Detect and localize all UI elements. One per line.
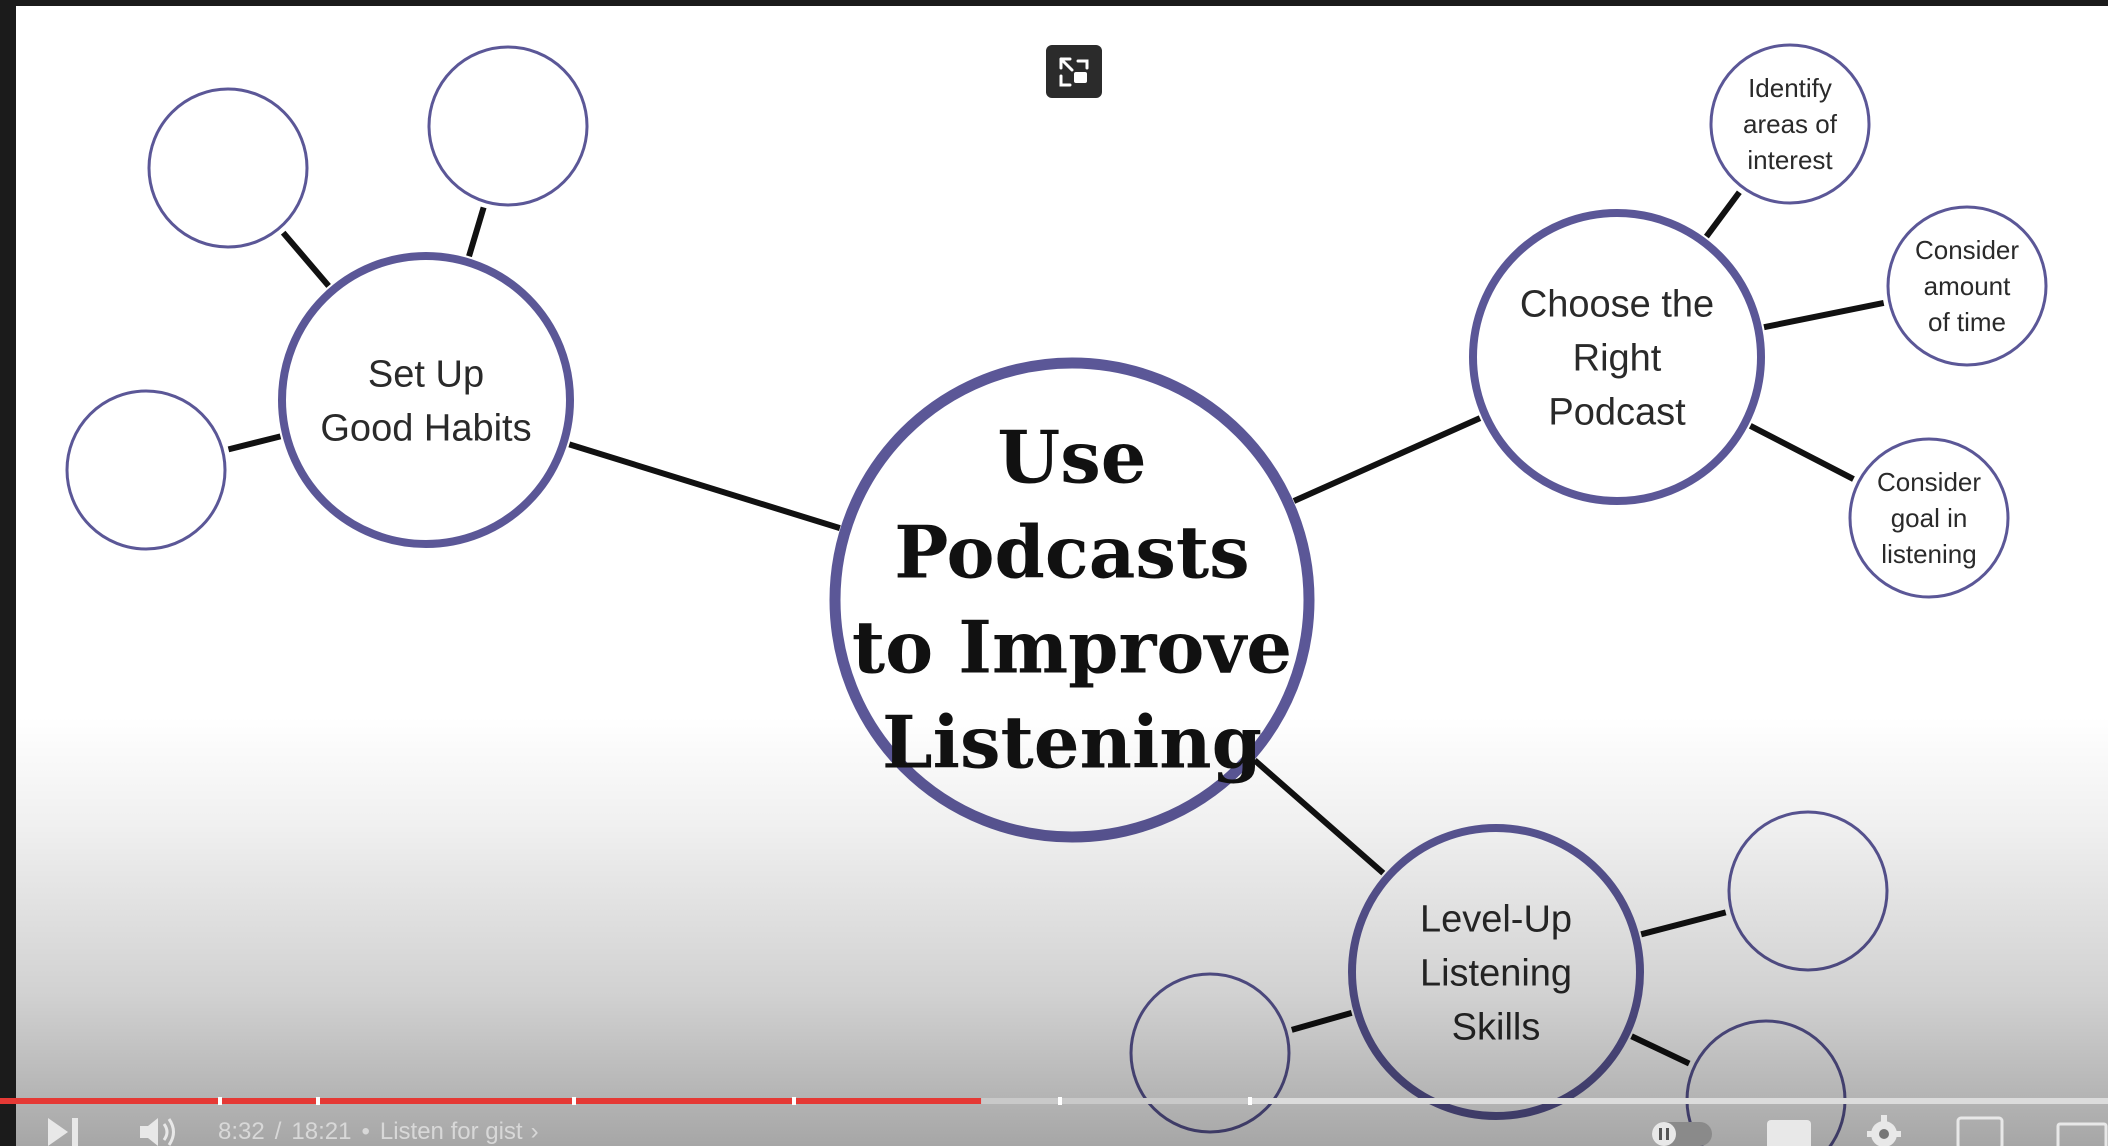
progress-bar[interactable] — [0, 1092, 2108, 1105]
subtopic-label-podcast-0-line: Identify — [1748, 73, 1832, 103]
chapter-marker — [1248, 1097, 1252, 1105]
branch-node-skills — [1348, 824, 1644, 1120]
captions-button[interactable] — [1764, 1112, 1814, 1146]
subtopic-label-podcast-2-line: listening — [1881, 539, 1976, 569]
progress-buffered — [981, 1098, 1248, 1104]
theater-mode-icon — [2056, 1122, 2108, 1146]
time-display: 8:32 / 18:21 • Listen for gist › — [218, 1118, 539, 1146]
connector-habits-sub-1 — [466, 206, 487, 258]
settings-button[interactable] — [1862, 1112, 1906, 1146]
central-topic-line: Listening — [882, 700, 1262, 785]
chapter-title: Listen for gist — [379, 1118, 523, 1145]
subtopic-node-habits-0 — [147, 87, 309, 249]
progress-played — [0, 1098, 982, 1104]
central-topic-line: to Improve — [852, 605, 1292, 690]
miniplayer-button[interactable] — [1954, 1112, 2006, 1146]
subtopic-node-habits-1 — [427, 45, 589, 207]
volume-icon — [140, 1118, 175, 1146]
chevron-right-icon: › — [530, 1118, 539, 1145]
connector-habits-sub-0 — [280, 230, 331, 288]
connector-skills-sub-2 — [1630, 1033, 1691, 1067]
branch-label-skills-line: Skills — [1452, 1006, 1541, 1048]
connector-podcast-sub-0 — [1704, 190, 1742, 239]
duration: 18:21 — [291, 1118, 352, 1145]
branch-label-podcast-line: Right — [1573, 337, 1662, 379]
subtopic-label-podcast-2-line: goal in — [1891, 503, 1968, 533]
circles — [65, 43, 2048, 1146]
exit-fullscreen-icon — [1059, 57, 1089, 86]
chapter-marker — [316, 1097, 320, 1105]
subtopic-node-habits-2 — [65, 389, 227, 551]
subtopic-node-skills-0 — [1727, 810, 1889, 972]
branch-label-podcast-line: Choose the — [1520, 283, 1714, 325]
connector-podcast — [1292, 415, 1482, 504]
central-topic-node — [829, 357, 1315, 843]
connector-podcast-sub-1 — [1763, 299, 1885, 331]
central-topic-line: Podcasts — [894, 510, 1249, 595]
subtopic-label-podcast-0-line: areas of — [1743, 109, 1838, 139]
chapter-button[interactable]: Listen for gist › — [380, 1118, 539, 1146]
chapter-marker — [792, 1097, 796, 1105]
subtopic-label-podcast-0-line: interest — [1747, 145, 1833, 175]
subtopic-node-skills-1 — [1129, 972, 1291, 1134]
captions-icon — [1767, 1120, 1811, 1146]
branch-label-habits-line: Set Up — [368, 353, 484, 395]
connector-skills — [1252, 758, 1386, 876]
autoplay-toggle[interactable] — [1650, 1112, 1714, 1146]
settings-icon — [1867, 1115, 1901, 1146]
subtopic-node-podcast-2 — [1848, 437, 2010, 599]
theater-mode-button[interactable] — [2054, 1112, 2108, 1146]
player-controls: 8:32 / 18:21 • Listen for gist › — [0, 1112, 2108, 1146]
chapter-marker — [572, 1097, 576, 1105]
connector-skills-sub-1 — [1290, 1009, 1353, 1033]
next-button[interactable] — [44, 1112, 82, 1146]
central-topic-line: Use — [997, 415, 1146, 500]
exit-fullscreen-button[interactable] — [1046, 45, 1102, 98]
next-icon — [48, 1118, 78, 1146]
branch-node-podcast — [1469, 209, 1765, 505]
connector-podcast-sub-2 — [1748, 423, 1855, 482]
branch-label-habits-line: Good Habits — [320, 407, 531, 449]
subtopic-label-podcast-1-line: Consider — [1915, 235, 2019, 265]
subtopic-label-podcast-2-line: Consider — [1877, 467, 1981, 497]
branch-node-habits — [278, 252, 574, 548]
chapter-bullet: • — [361, 1118, 370, 1145]
time-separator: / — [274, 1118, 282, 1145]
connector-skills-sub-0 — [1640, 909, 1727, 938]
miniplayer-icon — [1956, 1116, 2004, 1146]
chapter-marker — [218, 1097, 222, 1105]
autoplay-toggle-icon — [1652, 1122, 1712, 1146]
subtopic-label-podcast-1-line: of time — [1928, 307, 2006, 337]
connector-habits-sub-2 — [227, 433, 282, 453]
branch-label-skills-line: Listening — [1420, 952, 1572, 994]
chapter-marker — [1058, 1097, 1062, 1105]
connector-habits — [568, 441, 841, 531]
progress-track — [0, 1097, 2108, 1105]
branch-label-skills-line: Level-Up — [1420, 898, 1572, 940]
subtopic-node-podcast-0 — [1709, 43, 1871, 205]
current-time: 8:32 — [218, 1118, 265, 1145]
subtopic-node-podcast-1 — [1886, 205, 2048, 367]
mute-button[interactable] — [136, 1112, 180, 1146]
subtopic-label-podcast-1-line: amount — [1924, 271, 2011, 301]
branch-label-podcast-line: Podcast — [1548, 391, 1686, 433]
connectors — [227, 190, 1885, 1067]
